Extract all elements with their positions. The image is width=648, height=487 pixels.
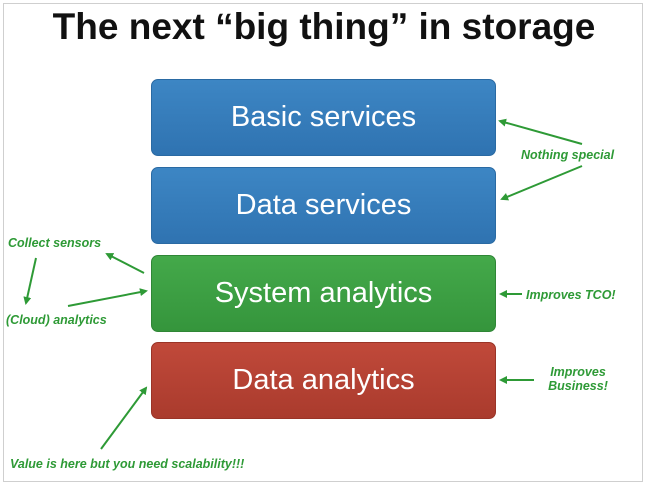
annotation-line: Business! — [548, 379, 608, 393]
layer-label: Data analytics — [232, 364, 415, 396]
arrow-collect-to-cloud — [23, 257, 37, 305]
layer-basic-services: Basic services — [151, 79, 496, 156]
layer-label: Basic services — [230, 101, 417, 133]
arrow-to-data-services — [500, 165, 583, 201]
annotation-cloud-analytics: (Cloud) analytics — [6, 313, 107, 327]
layer-data-analytics: Data analytics — [151, 342, 496, 419]
annotation-improves-tco: Improves TCO! — [526, 288, 616, 302]
arrow-to-data-analytics-left — [100, 386, 148, 450]
arrow-to-system-analytics-left — [67, 288, 148, 307]
layer-label: Data services — [235, 189, 412, 221]
layer-data-services: Data services — [151, 167, 496, 244]
arrow-to-collect-sensors — [105, 253, 145, 274]
annotation-line: Improves — [550, 365, 606, 379]
slide-title: The next “big thing” in storage — [52, 6, 596, 47]
layer-system-analytics: System analytics — [151, 255, 496, 332]
annotation-value-scalability: Value is here but you need scalability!!… — [10, 457, 245, 471]
annotation-nothing-special: Nothing special — [521, 148, 615, 162]
annotation-collect-sensors: Collect sensors — [8, 236, 102, 250]
arrow-to-basic-services — [498, 118, 583, 145]
annotation-improves-business: Improves Business! — [538, 365, 618, 393]
layer-label: System analytics — [214, 277, 433, 309]
